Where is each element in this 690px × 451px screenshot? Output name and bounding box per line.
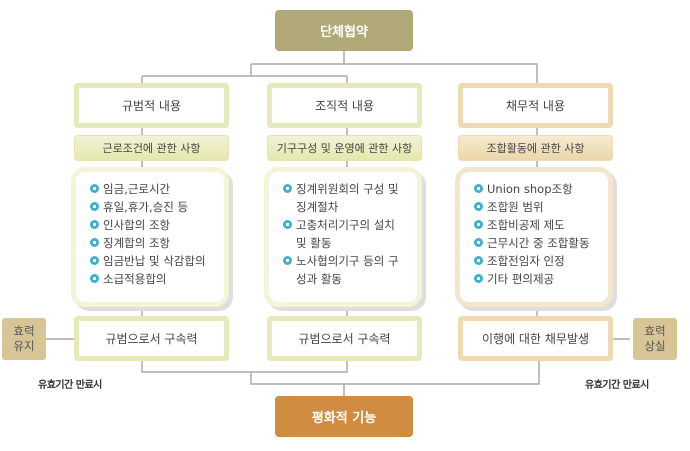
bullet-icon [90,256,99,265]
list-item: 임금,근로시간 [90,180,224,198]
list-item: 노사협의기구 등의 구성과 활동 [283,252,407,288]
effect-box-2: 규범으로서 구속력 [267,316,422,361]
collective-agreement-box: 단체협약 [275,10,413,51]
obligatory-content-box: 채무적 내용 [458,83,613,128]
item-list-1: 임금,근로시간 휴일,휴가,승진 등 인사합의 조항 징계합의 조항 임금반납 … [71,167,229,307]
sub-header-2: 기구구성 및 운영에 관한 사항 [267,135,422,161]
bullet-icon [283,220,292,229]
bullet-icon [474,274,483,283]
bullet-icon [474,184,483,193]
right-expiry-note: 유효기간 만료시 [585,380,649,391]
bullet-icon [474,238,483,247]
list-item: 고충처리기구의 설치 및 활동 [283,216,407,252]
list-item: 징계위원회의 구성 및 징계절차 [283,180,407,216]
list-item: 징계합의 조항 [90,234,224,252]
list-item: 임금반납 및 삭감합의 [90,252,224,270]
bullet-icon [283,184,292,193]
item-list-2: 징계위원회의 구성 및 징계절차 고충처리기구의 설치 및 활동 노사협의기구 … [264,167,422,307]
sub-header-1: 근로조건에 관한 사항 [74,135,229,161]
effect-box-1: 규범으로서 구속력 [74,316,229,361]
normative-content-box: 규범적 내용 [74,83,229,128]
organizational-content-box: 조직적 내용 [267,83,422,128]
bullet-icon [90,202,99,211]
list-item: 근무시간 중 조합활동 [474,234,608,252]
bullet-icon [474,220,483,229]
list-item: 인사합의 조항 [90,216,224,234]
list-item: 소급적용합의 [90,270,224,288]
list-item: 조합비공제 제도 [474,216,608,234]
effect-box-3: 이행에 대한 채무발생 [458,316,613,361]
list-item: 조합원 범위 [474,198,608,216]
list-item: Union shop조항 [474,180,608,198]
bullet-icon [90,274,99,283]
bullet-icon [474,256,483,265]
peace-function-box: 평화적 기능 [275,396,413,437]
item-list-3: Union shop조항 조합원 범위 조합비공제 제도 근무시간 중 조합활동… [455,167,613,307]
bullet-icon [90,220,99,229]
bullet-icon [283,256,292,265]
bullet-icon [474,202,483,211]
left-expiry-note: 유효기간 만료시 [38,380,102,391]
bullet-icon [90,238,99,247]
list-item: 휴일,휴가,승진 등 [90,198,224,216]
list-item: 조합전임자 인정 [474,252,608,270]
sub-header-3: 조합활동에 관한 사항 [458,135,613,161]
list-item: 기타 편의제공 [474,270,608,288]
bullet-icon [90,184,99,193]
